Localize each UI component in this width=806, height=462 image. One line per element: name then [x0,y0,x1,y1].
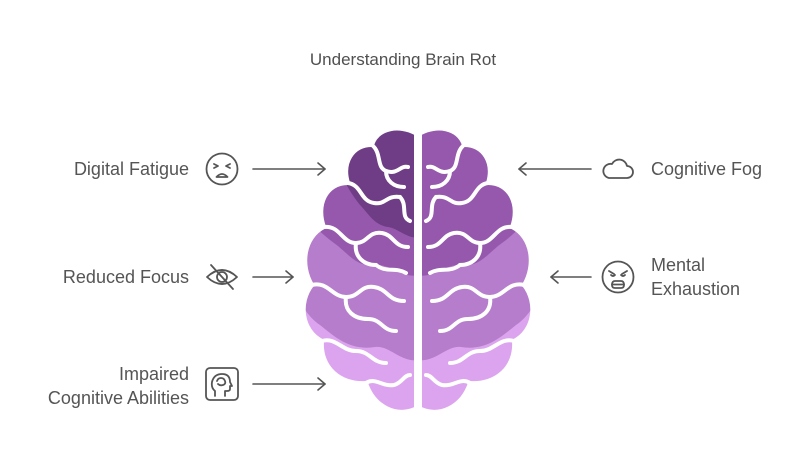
arrow-reduced-focus [252,269,296,285]
brain-folds [301,126,535,414]
label-impaired-line2: Cognitive Abilities [47,388,189,408]
tired-face-icon [204,151,240,187]
head-brain-icon [204,366,240,402]
cloud-icon [600,151,636,187]
exhausted-face-icon [600,259,636,295]
eye-off-icon [204,259,240,295]
label-digital-fatigue: Digital Fatigue [73,159,189,179]
arrow-digital-fatigue [252,161,328,177]
arrow-impaired-cognitive [252,376,328,392]
diagram-title: Understanding Brain Rot [309,50,497,69]
arrow-mental-exhaustion [548,269,592,285]
brain-illustration [301,125,535,420]
brain-center-divide [414,125,422,420]
label-impaired-cognitive-abilities: Impaired Cognitive Abilities [48,362,189,410]
label-reduced-focus: Reduced Focus [62,267,189,287]
label-mental-line2: Exhaustion [651,279,741,299]
arrow-cognitive-fog [516,161,592,177]
label-impaired-line1: Impaired [118,364,189,384]
label-cognitive-fog: Cognitive Fog [651,159,763,179]
label-mental-line1: Mental [651,255,706,275]
label-mental-exhaustion: Mental Exhaustion [651,253,740,301]
